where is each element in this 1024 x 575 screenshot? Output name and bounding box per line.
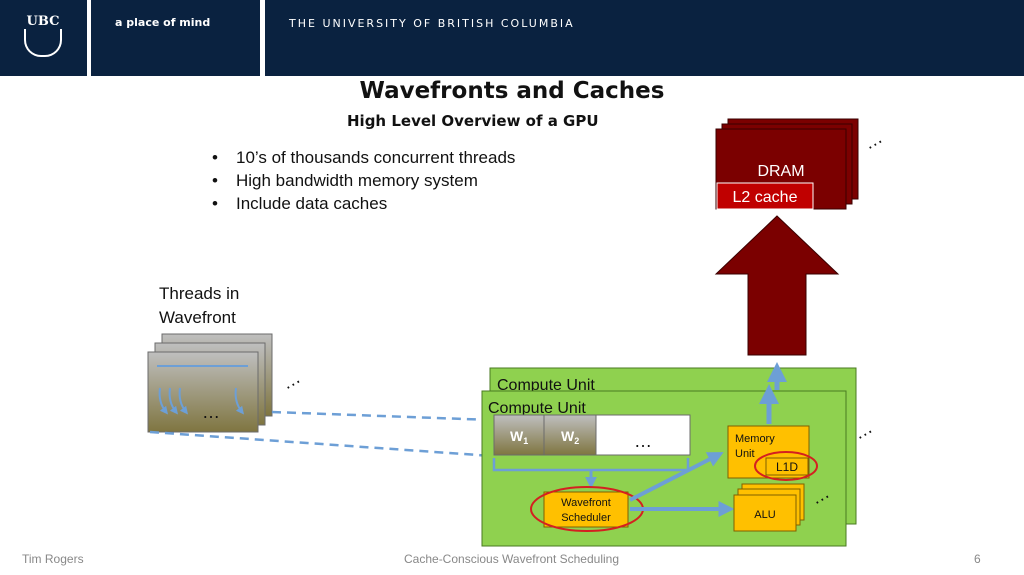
threads-label-line2: Wavefront [159,308,236,327]
dram-ellipsis: … [860,127,886,153]
memory-bus-arrow [714,215,840,356]
wavefront-connector [271,410,493,422]
slide-subtitle: High Level Overview of a GPU [347,112,599,130]
wavefront-slot-w2 [543,414,597,456]
compute-unit-front-label: Compute Unit [488,400,586,417]
logo-text: UBC [26,14,60,29]
l1d-label: L1D [776,460,798,474]
bullet-list: 10’s of thousands concurrent threads Hig… [212,146,515,215]
wavefront-connector [149,430,493,458]
wavefront-ellipsis: … [634,431,652,451]
w1-label: W1 [510,428,528,446]
alu-label: ALU [754,509,775,521]
thread-stack-ellipsis: … [278,367,304,393]
scheduler-to-memory-arrow [629,452,724,502]
university-name: THE UNIVERSITY OF BRITISH COLUMBIA [289,17,575,30]
tagline: a place of mind [115,16,211,29]
memory-unit-label-line2: Unit [735,448,755,460]
bullet-item: Include data caches [212,192,515,215]
l2-cache-box [716,182,814,210]
bullet-item: High bandwidth memory system [212,169,515,192]
w2-label: W2 [561,428,579,446]
l1d-cache-box [765,457,809,476]
threads-ellipsis: … [202,402,220,422]
l1d-highlight-ring [754,451,818,481]
scheduler-label-line2: Scheduler [561,512,611,524]
wavefront-slot-w1 [493,414,545,456]
footer-page-number: 6 [974,552,981,566]
ubc-logo: UBC [24,14,62,57]
l2-cache-label: L2 cache [733,189,798,206]
thread-arrow-icon [168,387,178,415]
shield-icon [24,29,62,57]
header-banner: UBC a place of mind THE UNIVERSITY OF BR… [0,0,1024,77]
wavefront-scheduler [543,491,629,528]
thread-arrow-icon [234,387,244,415]
compute-unit-back-label: Compute Unit [497,377,595,394]
alu-box [733,494,797,532]
threads-label-line1: Threads in [159,284,240,303]
footer-talk-title: Cache-Conscious Wavefront Scheduling [404,552,619,566]
dram-label: DRAM [757,163,804,180]
threads-label: Threads in Wavefront [159,282,239,330]
thread-arrow-icon [178,387,188,415]
university-block [265,0,1024,76]
logo-block [0,0,87,76]
bullet-item: 10’s of thousands concurrent threads [212,146,515,169]
memory-unit-label-line1: Memory [735,433,775,445]
tagline-block [91,0,260,76]
footer-author: Tim Rogers [22,552,84,566]
scheduler-label-line1: Wavefront [561,497,611,509]
thread-arrow-icon [158,387,168,415]
slide-title: Wavefronts and Caches [359,78,665,104]
